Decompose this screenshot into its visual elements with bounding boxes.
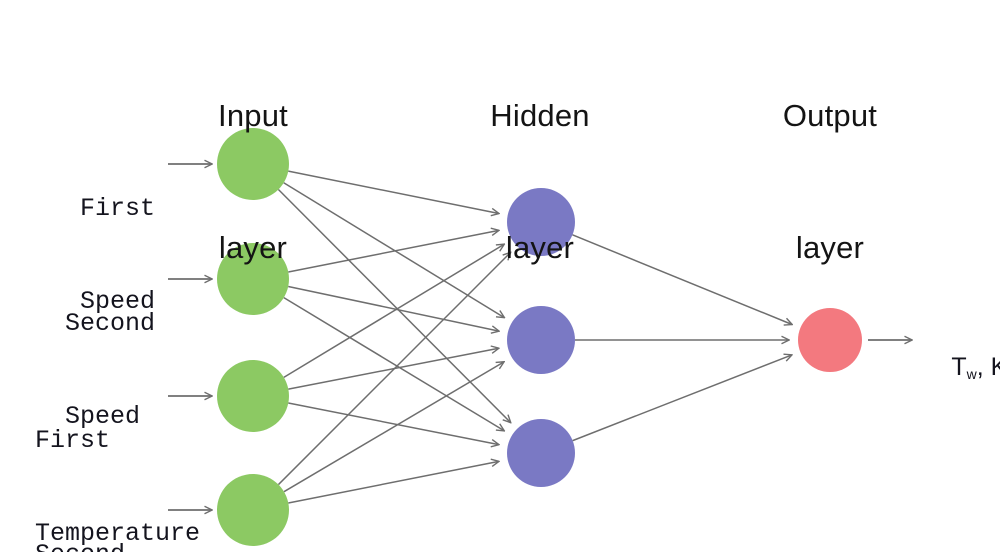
hidden-layer-title-line1: Hidden [490,98,590,133]
hidden-node-2[interactable] [507,306,575,374]
output-layer-title: Output layer [700,6,960,358]
input-label-first-speed-line2: Speed [79,287,155,316]
input-layer-title: Input layer [123,6,383,358]
output-layer-title-line2: layer [795,230,865,265]
edges-group [277,170,792,504]
output-node-tw[interactable] [798,308,862,372]
output-label-subscript: w [966,366,977,382]
edge-input-2-to-hidden-0 [283,244,504,379]
edge-hidden-0-to-output-0 [572,234,792,325]
input-label-first-speed-line1: First [79,194,155,223]
edge-input-3-to-hidden-2 [288,461,499,504]
edge-input-1-to-hidden-1 [288,285,499,331]
input-node-first-temperature[interactable] [217,360,289,432]
input-label-first-speed: First Speed [80,131,155,379]
input-label-first-temperature: First Temperature [35,363,200,552]
entry-exit-arrows-group [168,164,912,510]
input-layer-title-line1: Input [218,98,288,133]
input-node-second-speed[interactable] [217,243,289,315]
edge-input-0-to-hidden-2 [277,188,510,423]
edge-input-2-to-hidden-2 [288,402,499,445]
output-label: Tw, K [924,324,1000,411]
hidden-layer-title: Hidden layer [410,6,670,358]
input-label-second-speed-line1: Second [64,309,155,338]
edge-input-0-to-hidden-0 [288,170,499,213]
hidden-node-1[interactable] [507,188,575,256]
input-label-first-temperature-line1: First [34,426,110,455]
input-node-second-temperature[interactable] [217,474,289,546]
hidden-layer-title-line2: layer [505,230,575,265]
edge-hidden-2-to-output-0 [572,355,792,442]
edge-input-3-to-hidden-0 [277,252,510,486]
output-label-unit: , K [976,353,1000,381]
input-label-first-temperature-line2: Temperature [34,519,200,548]
input-node-first-speed[interactable] [217,128,289,200]
output-layer-title-line1: Output [782,98,878,133]
nodes-group [217,128,862,546]
edge-input-3-to-hidden-1 [283,362,504,493]
input-label-second-speed: Second Speed [65,246,155,494]
input-label-second-temperature-line1: Second [35,539,200,552]
input-layer-title-line2: layer [218,230,288,265]
output-label-symbol: T [951,353,967,381]
hidden-node-3[interactable] [507,419,575,487]
input-label-second-speed-line2: Speed [64,402,140,431]
edge-input-1-to-hidden-0 [288,230,499,273]
input-label-second-temperature: Second Temperature [35,477,200,552]
edge-input-1-to-hidden-2 [283,296,504,431]
